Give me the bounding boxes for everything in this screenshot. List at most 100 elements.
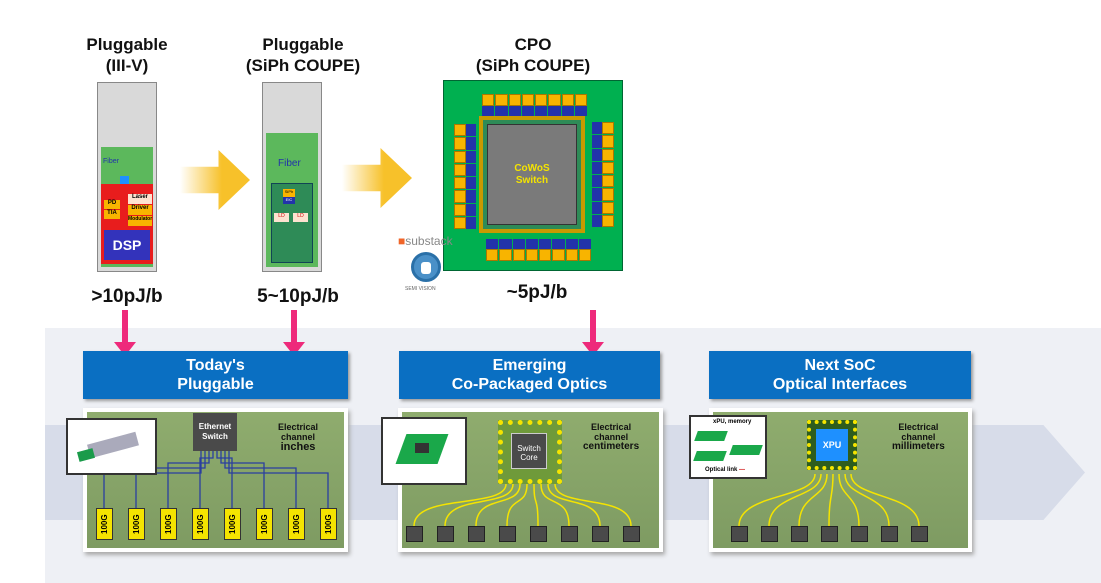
- io-port: [821, 526, 838, 542]
- column-title-pluggable-iiiv: Pluggable(III-V): [86, 35, 168, 75]
- semi-vision-logo-icon: [411, 252, 441, 282]
- electrical-trace: [738, 473, 816, 527]
- fiber-label: Fiber: [103, 158, 119, 165]
- electrical-trace: [828, 473, 834, 527]
- siph-eic-chiplet: [592, 135, 614, 148]
- port-100g: 100G: [288, 508, 305, 540]
- electrical-traces: [413, 483, 632, 527]
- electrical-trace: [768, 473, 822, 527]
- siph-eic-chiplet: [552, 239, 565, 261]
- column-title-cpo: CPO(SiPh COUPE): [475, 35, 591, 75]
- siph-eic-chiplet: [592, 188, 614, 201]
- port-100g: 100G: [192, 508, 209, 540]
- io-port: [851, 526, 868, 542]
- siph-eic-chiplet: [454, 163, 476, 176]
- electrical-trace: [199, 451, 214, 508]
- siph-eic-chiplet: [521, 94, 534, 116]
- siph-eic-chiplet: [486, 239, 499, 261]
- io-port: [731, 526, 748, 542]
- siph-eic-chiplet: [592, 214, 614, 227]
- electrical-trace: [798, 473, 828, 527]
- pd-label: PD: [104, 200, 120, 209]
- io-port: [791, 526, 808, 542]
- driver-label: Driver: [128, 205, 152, 215]
- pluggable-siph-module: Fiber SiPh EIC LD LD: [262, 82, 322, 272]
- siph-eic-chiplet: [592, 122, 614, 135]
- siph-eic-chiplet: [495, 94, 508, 116]
- tia-label: TIA: [104, 210, 120, 219]
- port-100g: 100G: [256, 508, 273, 540]
- port-100g: 100G: [128, 508, 145, 540]
- eic-label: EIC: [283, 197, 295, 204]
- siph-eic-chiplet: [508, 94, 521, 116]
- electrical-trace: [533, 483, 539, 527]
- yellow-arrow-icon: [180, 150, 250, 210]
- siph-eic-chiplet: [565, 239, 578, 261]
- siph-eic-chiplet: [578, 239, 591, 261]
- electrical-trace: [547, 483, 601, 527]
- io-port: [911, 526, 928, 542]
- column-title-pluggable-siph: Pluggable(SiPh COUPE): [245, 35, 361, 75]
- energy-label-pluggable-siph: 5~10pJ/b: [257, 286, 339, 307]
- siph-eic-chiplet: [454, 190, 476, 203]
- siph-eic-chiplet: [525, 239, 538, 261]
- siph-eic-chiplet: [592, 201, 614, 214]
- siph-eic-chiplet: [574, 94, 587, 116]
- electrical-trace: [220, 451, 265, 508]
- port-100g: 100G: [96, 508, 113, 540]
- siph-eic-chiplet: [535, 94, 548, 116]
- xpu-package: XPU: [807, 420, 857, 470]
- electrical-trace: [475, 483, 521, 527]
- electrical-trace: [838, 473, 860, 527]
- energy-label-cpo: ~5pJ/b: [506, 282, 568, 303]
- io-port: [881, 526, 898, 542]
- io-port: [561, 526, 578, 542]
- inset-top-label: xPU, memory: [713, 419, 752, 425]
- siph-eic-chiplet: [482, 94, 495, 116]
- electrical-trace: [506, 483, 528, 527]
- siph-eic-chiplet: [454, 203, 476, 216]
- siph-eic-chiplet: [454, 177, 476, 190]
- io-port: [406, 526, 423, 542]
- electrical-trace: [224, 451, 297, 508]
- siph-eic-chiplet: [548, 94, 561, 116]
- siph-eic-chiplet: [512, 239, 525, 261]
- port-100g: 100G: [320, 508, 337, 540]
- electrical-trace: [844, 473, 890, 527]
- port-100g: 100G: [224, 508, 241, 540]
- xpu-die: XPU: [816, 429, 848, 461]
- io-port: [761, 526, 778, 542]
- fiber-label: Fiber: [278, 158, 301, 169]
- siph-eic-chiplet: [561, 94, 574, 116]
- cpo-package-image: [381, 417, 467, 485]
- yellow-arrow-icon: [342, 148, 412, 208]
- siph-eic-chiplet: [454, 124, 476, 137]
- electrical-trace: [850, 473, 920, 527]
- dsp-label: DSP: [104, 230, 150, 260]
- electrical-trace: [540, 483, 570, 527]
- io-port: [437, 526, 454, 542]
- ld-label: LD: [274, 213, 289, 222]
- electrical-trace: [413, 483, 507, 527]
- siph-eic-chiplet: [454, 150, 476, 163]
- siph-eic-chiplet: [454, 137, 476, 150]
- siph-eic-chiplet: [539, 239, 552, 261]
- electrical-traces: [103, 451, 329, 508]
- pluggable-iiiv-module: Fiber Laser Driver Modulator PD TIA DSP: [97, 82, 157, 272]
- port-100g: 100G: [160, 508, 177, 540]
- laser-label: Laser: [128, 194, 152, 204]
- siph-eic-chiplet: [592, 175, 614, 188]
- siph-eic-chiplet: [454, 216, 476, 229]
- io-port: [530, 526, 547, 542]
